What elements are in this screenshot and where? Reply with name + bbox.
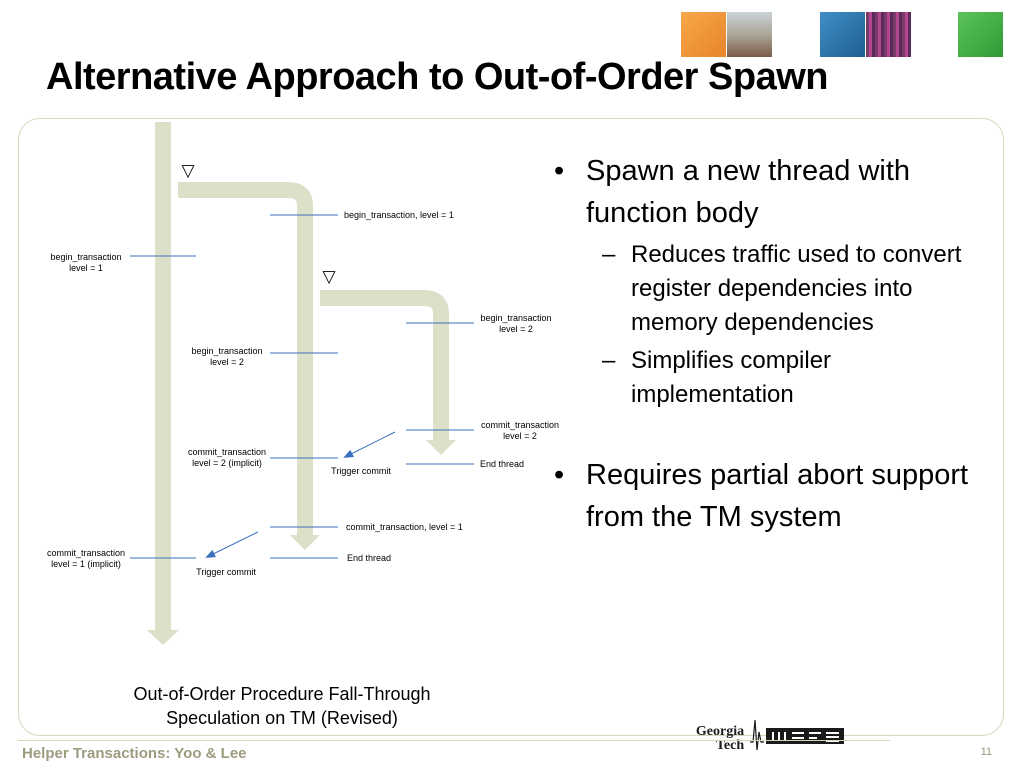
label-trigger-commit-2: Trigger commit: [196, 567, 256, 577]
sub-bullet-1: – Reduces traffic used to convert regist…: [548, 238, 988, 340]
thread-2-bar: [178, 182, 320, 550]
bullet-2-text: Requires partial abort support from the …: [586, 459, 969, 533]
label-t2-commit-implicit-2: level = 2 (implicit): [192, 458, 262, 468]
label-t3-begin-1: begin_transaction: [480, 313, 551, 323]
label-t1-commit-implicit-1: commit_transaction: [47, 548, 125, 558]
caption-line-2: Speculation on TM (Revised): [166, 708, 398, 728]
label-t2-end: End thread: [347, 553, 391, 563]
sub-bullet-2: – Simplifies compiler implementation: [548, 344, 988, 412]
label-t3-end: End thread: [480, 459, 524, 469]
diagram-caption: Out-of-Order Procedure Fall-Through Spec…: [90, 682, 474, 730]
bullet-dot: •: [554, 459, 565, 491]
content-frame: [18, 118, 1004, 736]
label-t2-begin2-2: level = 2: [210, 357, 244, 367]
logo-text-tech: Tech: [716, 738, 744, 753]
sub-bullet-dash: –: [602, 347, 616, 374]
label-t2-begin: begin_transaction, level = 1: [344, 210, 454, 220]
bullet-1-text: Spawn a new thread with function body: [586, 155, 911, 229]
header-tile-circuit: [866, 12, 911, 57]
label-t3-begin-2: level = 2: [499, 324, 533, 334]
sub-bullet-1-text: Reduces traffic used to convert register…: [631, 241, 962, 336]
footer-text: Helper Transactions: Yoo & Lee: [22, 745, 247, 762]
bullet-1: • Spawn a new thread with function body: [548, 150, 988, 234]
label-t1-begin-1: begin_transaction: [50, 252, 121, 262]
label-t3-commit-1: commit_transaction: [481, 420, 559, 430]
logo-signal-wave: [750, 719, 764, 751]
label-t3-commit-2: level = 2: [503, 431, 537, 441]
thread-1-bar: [147, 122, 179, 645]
spawn-marker-1: ▽: [181, 161, 195, 181]
trigger-arrow-2: [205, 531, 259, 558]
slide-title: Alternative Approach to Out-of-Order Spa…: [46, 56, 828, 98]
thread-3-bar: [320, 290, 456, 455]
page-number: 11: [980, 746, 992, 758]
label-t2-commit-implicit-1: commit_transaction: [188, 447, 266, 457]
sub-bullet-2-text: Simplifies compiler implementation: [631, 347, 832, 408]
georgia-tech-logo: Georgia Tech: [696, 719, 844, 753]
footer-divider: [18, 740, 890, 741]
label-trigger-commit-1: Trigger commit: [331, 466, 391, 476]
caption-line-1: Out-of-Order Procedure Fall-Through: [133, 684, 431, 704]
label-t1-begin-2: level = 1: [69, 263, 103, 273]
header-tile-orange: [681, 12, 726, 57]
label-t2-begin2-1: begin_transaction: [191, 346, 262, 356]
trigger-arrow-1: [343, 431, 396, 458]
label-t1-commit-implicit-2: level = 1 (implicit): [51, 559, 121, 569]
spawn-marker-2: ▽: [322, 267, 336, 287]
header-tile-green: [958, 12, 1003, 57]
header-tile-photo: [727, 12, 772, 57]
label-t2-commit: commit_transaction, level = 1: [346, 522, 463, 532]
sub-bullet-dash: –: [602, 241, 616, 268]
logo-text-georgia: Georgia: [696, 724, 744, 739]
header-tile-blue: [820, 12, 865, 57]
bullet-2: • Requires partial abort support from th…: [548, 454, 988, 538]
bullet-list: • Spawn a new thread with function body …: [548, 150, 988, 538]
bullet-dot: •: [554, 155, 565, 187]
